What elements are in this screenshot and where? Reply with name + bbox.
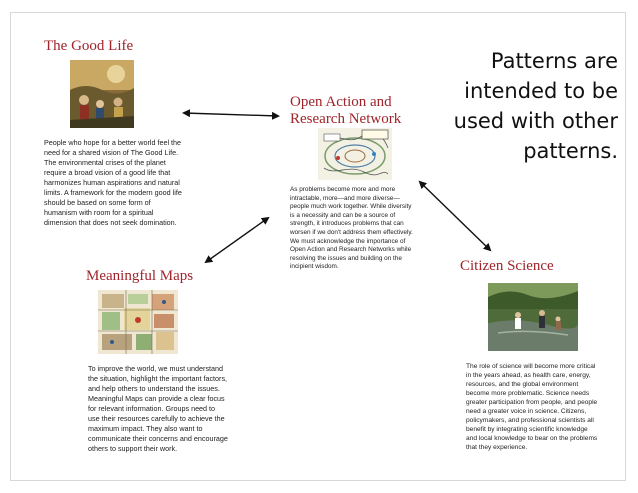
arrow-maps-openaction [206,218,268,262]
arrow-goodlife-openaction [184,113,278,116]
arrow-openaction-citizen [420,182,490,250]
